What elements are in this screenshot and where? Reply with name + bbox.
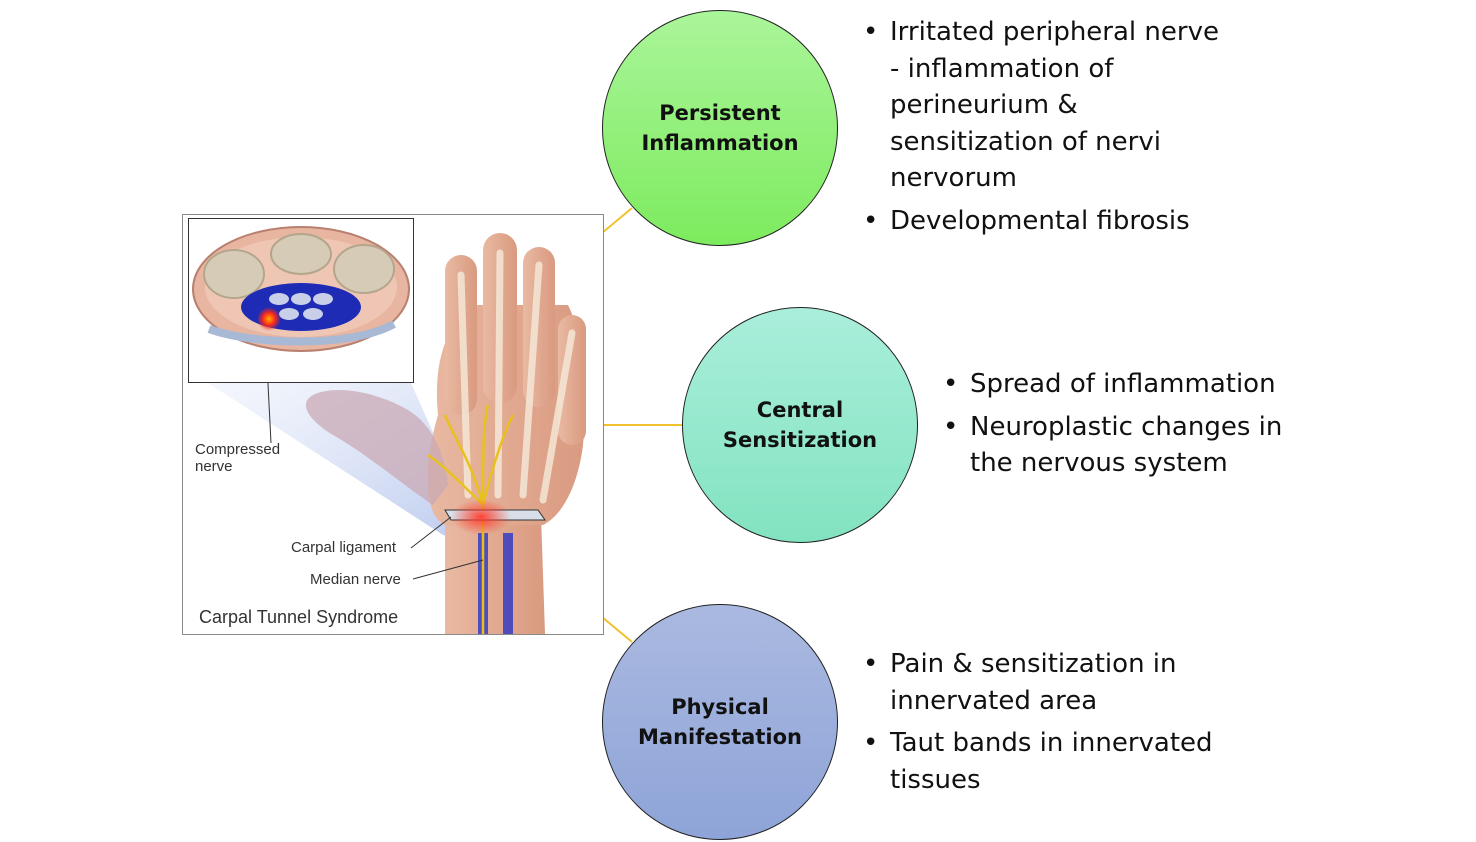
bullets-persistent-inflammation: Irritated peripheral nerve - inflammatio…: [863, 14, 1223, 245]
bullet-item: Developmental fibrosis: [863, 203, 1223, 240]
hand-drawing: [208, 233, 586, 634]
label-compressed-nerve: Compressed nerve: [195, 441, 281, 475]
stage-central-sensitization: Central Sensitization: [682, 307, 918, 543]
bullets-physical-manifestation: Pain & sensitization in innervated area …: [863, 646, 1223, 804]
leader-carpal-ligament: [410, 516, 452, 549]
thumb: [305, 390, 448, 505]
bullet-item: Spread of inflammation: [943, 366, 1323, 403]
bullet-item: Neuroplastic changes in the nervous syst…: [943, 409, 1323, 482]
carpal-tunnel-illustration: Compressed nerve Carpal ligament Median …: [182, 214, 604, 635]
leader-median-nerve: [412, 559, 484, 580]
illustration-caption: Carpal Tunnel Syndrome: [199, 607, 399, 627]
finger-little: [558, 315, 586, 445]
bullets-central-sensitization: Spread of inflammation Neuroplastic chan…: [943, 366, 1323, 488]
median-nerve: [427, 404, 515, 634]
stage-title: Physical Manifestation: [638, 695, 802, 749]
wrist-cross-section-inset: [188, 218, 414, 383]
stage-title: Persistent Inflammation: [641, 101, 799, 155]
bullet-item: Pain & sensitization in innervated area: [863, 646, 1223, 719]
connector-top: [601, 207, 633, 234]
inflammation-glow: [451, 499, 511, 535]
stage-title: Central Sensitization: [722, 398, 878, 452]
bullet-item: Irritated peripheral nerve - inflammatio…: [863, 14, 1223, 197]
stage-physical-manifestation: Physical Manifestation: [602, 604, 838, 840]
forearm: [445, 515, 545, 634]
stage-persistent-inflammation: Persistent Inflammation: [602, 10, 838, 246]
bullet-item: Taut bands in innervated tissues: [863, 725, 1223, 798]
label-carpal-ligament: Carpal ligament: [291, 539, 397, 556]
cross-section-drawing: [192, 226, 410, 352]
label-median-nerve: Median nerve: [310, 571, 401, 588]
connector-bottom: [601, 616, 633, 643]
